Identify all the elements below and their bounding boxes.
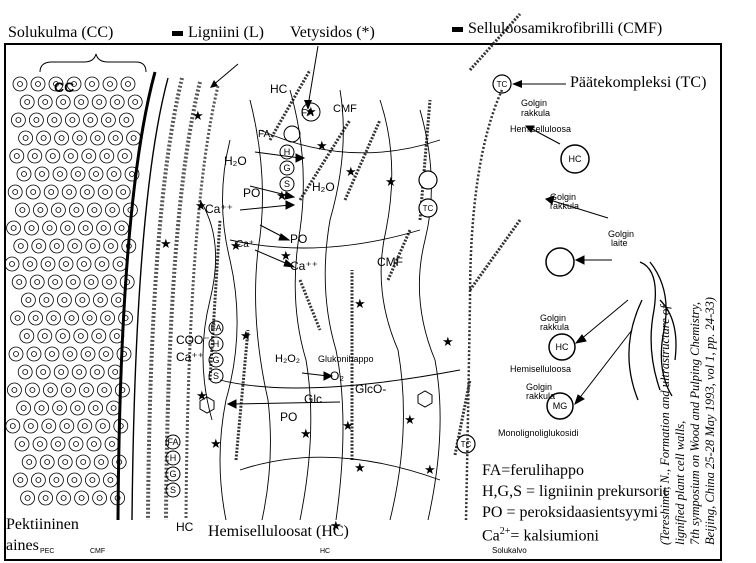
svg-text:H: H — [170, 453, 177, 463]
svg-text:★: ★ — [442, 334, 454, 349]
svg-text:HC: HC — [556, 342, 569, 352]
svg-text:PEC: PEC — [40, 548, 54, 555]
svg-text:rakkula: rakkula — [550, 201, 579, 211]
pectin-label-line2: aines — [6, 537, 39, 555]
citation-text: (Tereshima, N., Formation and ultrastruc… — [658, 85, 718, 545]
svg-text:CMF: CMF — [377, 255, 403, 269]
svg-text:Hemiselluloosa: Hemiselluloosa — [510, 124, 571, 134]
svg-text:CMF: CMF — [333, 103, 357, 115]
svg-text:GlcO-: GlcO- — [355, 382, 386, 396]
svg-text:TC: TC — [423, 204, 434, 213]
svg-text:★: ★ — [316, 138, 328, 153]
svg-text:MG: MG — [553, 401, 568, 411]
svg-text:FA: FA — [210, 323, 221, 333]
svg-text:★: ★ — [404, 412, 416, 427]
svg-text:CMF: CMF — [90, 548, 105, 555]
svg-text:★: ★ — [354, 296, 366, 311]
svg-text:H: H — [213, 339, 220, 349]
svg-text:PO: PO — [280, 410, 297, 424]
svg-text:★: ★ — [192, 108, 204, 123]
svg-text:G: G — [169, 469, 176, 479]
cmf-label: Selluloosamikrofibrilli (CMF) — [452, 20, 662, 38]
cell-corner-region — [5, 77, 142, 505]
pectin-label-line1: Pektiininen — [6, 516, 79, 534]
svg-text:S: S — [170, 485, 176, 495]
svg-text:G: G — [212, 355, 219, 365]
svg-text:S: S — [213, 371, 219, 381]
svg-text:HC: HC — [270, 82, 288, 96]
svg-text:★: ★ — [240, 328, 252, 343]
svg-text:★: ★ — [210, 436, 222, 451]
svg-text:Ca⁺⁺: Ca⁺⁺ — [205, 202, 233, 216]
lignin-label: Ligniini (L) — [172, 24, 264, 42]
legend-po: PO = peroksidaasientsyymi — [482, 504, 658, 522]
svg-text:Monolignoliglukosidi: Monolignoliglukosidi — [498, 428, 579, 438]
cc-label: CC — [54, 79, 74, 95]
svg-text:Ca⁺⁺: Ca⁺⁺ — [290, 259, 318, 273]
svg-text:PO: PO — [290, 232, 307, 246]
svg-text:rakkula: rakkula — [526, 391, 555, 401]
legend-hgs: H,G,S = ligniinin prekursorit — [482, 483, 667, 501]
svg-text:FA: FA — [258, 129, 271, 140]
svg-text:★: ★ — [385, 174, 397, 189]
svg-text:rakkula: rakkula — [521, 108, 550, 118]
svg-text:★: ★ — [160, 236, 172, 251]
legend-fa: FA=ferulihappo — [482, 462, 584, 480]
hemicelluloses-label: Hemiselluloosat (HC) — [208, 523, 349, 541]
svg-text:Hemiselluloosa: Hemiselluloosa — [510, 364, 571, 374]
svg-text:COO⁻: COO⁻ — [176, 333, 210, 347]
golgi-vesicles — [546, 145, 589, 419]
svg-text:Glc: Glc — [304, 392, 322, 406]
cell-membrane — [466, 90, 502, 520]
hydrogen-bond-marks: ★★★ ★★★ ★★★ ★★★ ★★★ ★★★ ★★★ — [160, 104, 454, 533]
hydrogen-bond-label: Vetysidos (*) — [290, 24, 375, 42]
svg-text:Solukalvo: Solukalvo — [492, 546, 527, 555]
svg-text:★: ★ — [354, 460, 366, 475]
svg-text:★: ★ — [300, 426, 312, 441]
svg-text:H₂O₂: H₂O₂ — [275, 353, 300, 365]
svg-text:Golgin: Golgin — [521, 98, 547, 108]
svg-text:★: ★ — [342, 418, 354, 433]
cmf-marker-icon — [452, 27, 463, 32]
svg-text:HC: HC — [569, 154, 582, 164]
svg-text:H₂O: H₂O — [312, 180, 335, 194]
svg-text:HC: HC — [176, 520, 194, 534]
svg-text:Glukonihappo: Glukonihappo — [318, 354, 374, 364]
cell-corner-bracket — [40, 54, 146, 72]
svg-text:TC: TC — [497, 80, 508, 89]
svg-text:G: G — [283, 163, 290, 173]
svg-text:Ca⁺⁺: Ca⁺⁺ — [176, 350, 204, 364]
terminal-complexes — [419, 75, 511, 453]
svg-text:★: ★ — [196, 388, 208, 403]
svg-text:★: ★ — [345, 164, 357, 179]
svg-text:HC: HC — [320, 548, 330, 555]
legend-ca: Ca2+= kalsiumioni — [482, 526, 599, 545]
svg-text:Ca⁺: Ca⁺ — [236, 239, 254, 250]
svg-text:★: ★ — [424, 462, 436, 477]
svg-text:laite: laite — [611, 238, 628, 248]
lignin-marker-icon — [172, 31, 183, 36]
svg-text:TC: TC — [461, 440, 472, 449]
svg-text:FA: FA — [167, 437, 178, 447]
cell-corner-label: Solukulma (CC) — [8, 24, 113, 42]
svg-text:S: S — [284, 179, 290, 189]
svg-text:FA: FA — [301, 108, 314, 119]
svg-text:H₂O: H₂O — [224, 154, 247, 168]
svg-text:rakkula: rakkula — [540, 322, 569, 332]
